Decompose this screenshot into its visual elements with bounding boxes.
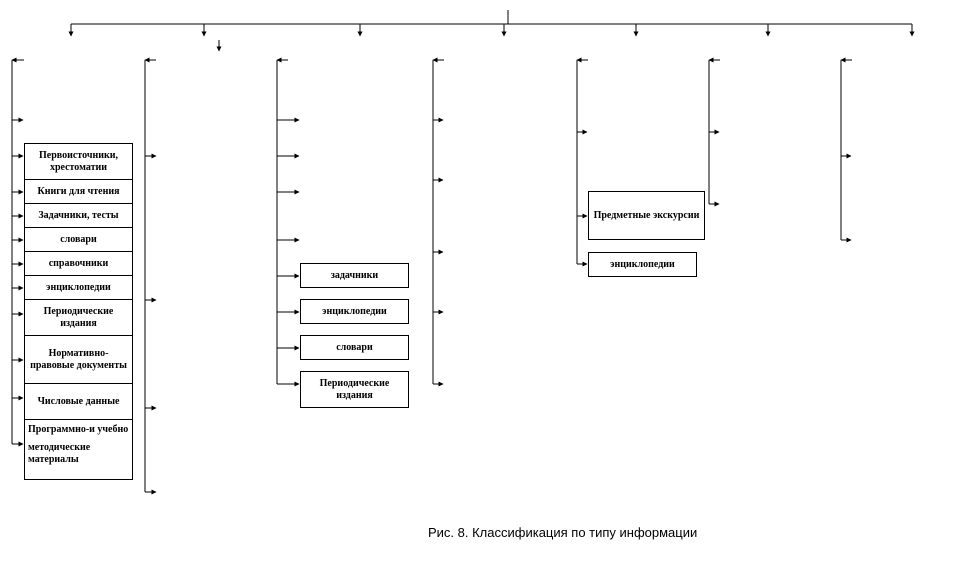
figure-caption: Рис. 8. Классификация по типу информации bbox=[428, 525, 698, 540]
box-problem-books-tests: Задачники, тесты bbox=[24, 204, 133, 228]
box-encyclopedias-2: энциклопедии bbox=[300, 299, 409, 324]
box-line: методические материалы bbox=[28, 442, 91, 465]
box-reading-books: Книги для чтения bbox=[24, 180, 133, 204]
box-reference-books: справочники bbox=[24, 252, 133, 276]
box-program-methodical-materials: Программно-и учебно методические материа… bbox=[24, 420, 133, 480]
box-line: Программно-и учебно bbox=[28, 424, 129, 435]
box-dictionaries-2: словари bbox=[300, 335, 409, 360]
box-subject-excursions: Предметные экскурсии bbox=[588, 191, 705, 240]
box-encyclopedias: энциклопедии bbox=[24, 276, 133, 300]
box-numeric-data: Числовые данные bbox=[24, 384, 133, 420]
box-problem-books: задачники bbox=[300, 263, 409, 288]
box-encyclopedias-3: энциклопедии bbox=[588, 252, 697, 277]
box-normative-documents: Нормативно-правовые документы bbox=[24, 336, 133, 384]
box-primary-sources: Первоисточники, хрестоматии bbox=[24, 143, 133, 180]
box-periodicals: Периодические издания bbox=[24, 300, 133, 336]
box-dictionaries: словари bbox=[24, 228, 133, 252]
box-periodicals-2: Периодические издания bbox=[300, 371, 409, 408]
